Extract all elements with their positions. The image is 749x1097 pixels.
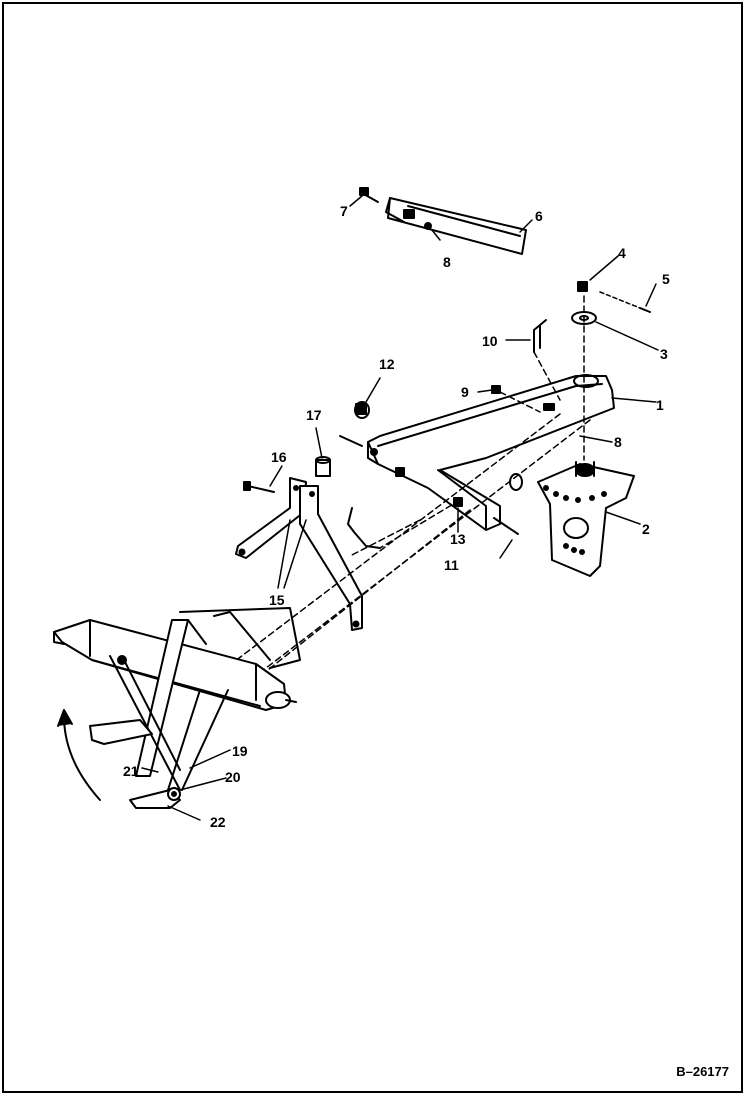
callout-1: 1: [656, 397, 664, 413]
callout-5: 5: [662, 271, 670, 287]
callout-9: 9: [461, 384, 469, 400]
clip-part: [347, 507, 381, 549]
callout-10: 10: [482, 333, 498, 349]
callout-13: 13: [450, 531, 466, 547]
callout-12: 12: [379, 356, 395, 372]
callout-22: 22: [210, 814, 226, 830]
callout-2: 2: [642, 521, 650, 537]
assembly-guide-lines: [225, 295, 591, 701]
callout-15: 15: [269, 592, 285, 608]
mount-plate-part: [537, 461, 635, 577]
callout-8-lower: 8: [614, 434, 622, 450]
callout-21: 21: [123, 763, 139, 779]
callout-20: 20: [225, 769, 241, 785]
bolt-part: [243, 481, 275, 493]
callout-7: 7: [340, 203, 348, 219]
callout-6: 6: [535, 208, 543, 224]
leader-lines: [141, 195, 659, 821]
callout-8-upper: 8: [443, 254, 451, 270]
drawing-reference-code: B–26177: [676, 1064, 729, 1079]
callout-3: 3: [660, 346, 668, 362]
callout-19: 19: [232, 743, 248, 759]
main-frame-part: [367, 374, 615, 531]
lower-deck-assembly: [53, 607, 301, 809]
callout-16: 16: [271, 449, 287, 465]
bushing-parts: [315, 401, 370, 477]
callout-11: 11: [444, 557, 459, 573]
upper-brace-part: [359, 187, 527, 255]
callout-4: 4: [618, 245, 626, 261]
callout-17: 17: [306, 407, 322, 423]
bracket-parts: [235, 477, 363, 631]
bent-pin-part: [533, 319, 547, 353]
